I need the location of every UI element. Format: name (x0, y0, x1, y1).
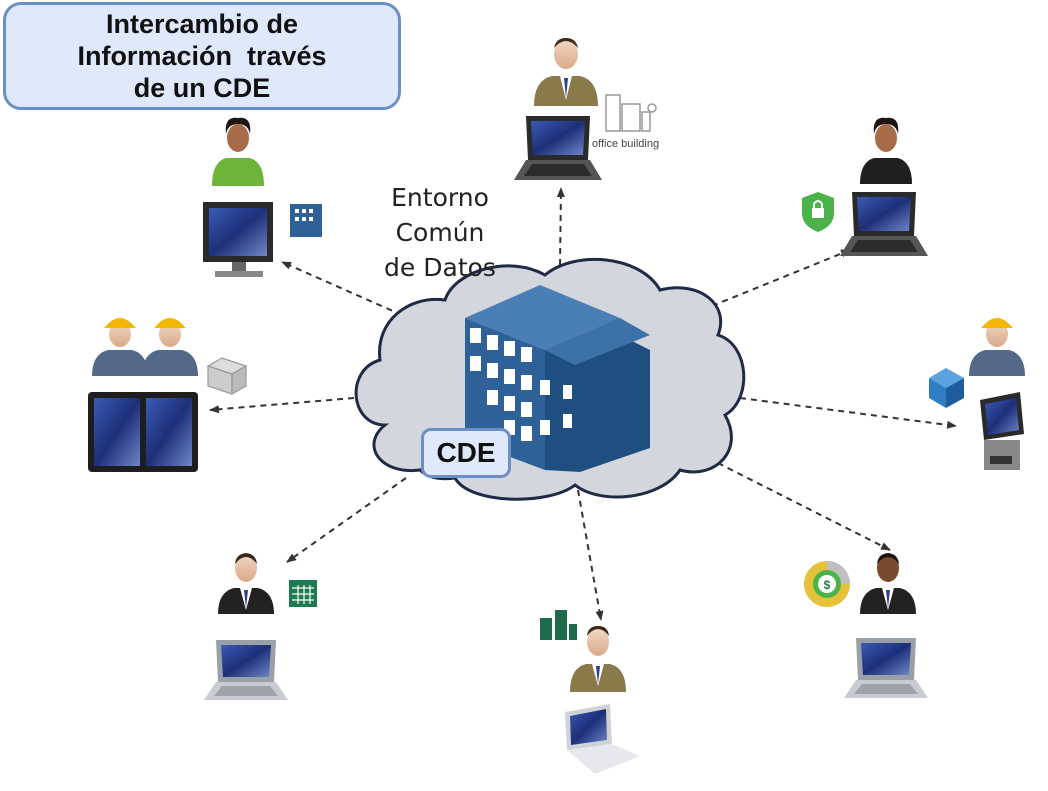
cloud-label-line-2: Común (395, 218, 485, 247)
laptop-icon (514, 116, 602, 180)
finance-chart-icon: $ (804, 561, 850, 607)
person-icon (570, 626, 626, 692)
person-icon (218, 553, 274, 614)
arrow-right (739, 397, 957, 429)
title-line-3: de un CDE (133, 73, 271, 103)
arrow-left (209, 397, 355, 414)
spreadsheet-icon (289, 580, 317, 607)
stakeholder-top-left (203, 117, 322, 277)
laptop-icon (204, 640, 288, 700)
person-icon (860, 553, 916, 614)
cloud-label-line-1: Entorno (391, 183, 489, 212)
arrow-bottom-left (286, 477, 407, 563)
box-module-icon (206, 357, 248, 396)
connection-arrows (209, 187, 957, 621)
tablet-icon (140, 392, 198, 472)
title-line-1: Intercambio de (105, 9, 299, 39)
green-building-icon (540, 610, 577, 640)
cube-icon (929, 368, 964, 408)
title-box: Intercambio de Información través de un … (3, 2, 401, 110)
stakeholder-top-center (514, 38, 657, 180)
title-line-2: Información través (77, 41, 327, 71)
laptop-icon (844, 638, 928, 698)
small-building-icon (290, 204, 322, 237)
laptop-icon (565, 704, 640, 774)
person-worker-icon (969, 318, 1025, 376)
office-building-icon (605, 94, 657, 132)
shield-lock-icon (802, 192, 834, 232)
arrow-bottom-center (577, 489, 604, 621)
person-icon (212, 117, 264, 186)
person-icon (534, 38, 598, 106)
laptop-icon (840, 192, 928, 256)
svg-text:$: $ (824, 578, 831, 592)
stakeholder-top-right (802, 117, 928, 256)
cde-tag: CDE (421, 428, 511, 478)
arrow-bottom-right (707, 457, 891, 551)
stakeholder-bottom-center (540, 610, 640, 774)
monitor-icon (203, 202, 273, 277)
arrow-top-center (556, 187, 565, 266)
stakeholder-bottom-right: $ (804, 553, 928, 698)
office-building-label: office building (592, 138, 660, 150)
person-worker-icon (92, 318, 148, 376)
cloud-label-line-3: de Datos (384, 253, 496, 282)
tablet-icon (88, 392, 146, 472)
cloud-label: Entorno Común de Datos (360, 180, 520, 285)
stakeholder-left (88, 318, 248, 472)
person-worker-icon (142, 318, 198, 376)
stakeholder-right (929, 318, 1025, 470)
person-icon (860, 117, 912, 184)
arrow-top-right (711, 249, 851, 307)
desktop-computer-icon (980, 392, 1024, 470)
stakeholder-bottom-left (204, 553, 317, 700)
